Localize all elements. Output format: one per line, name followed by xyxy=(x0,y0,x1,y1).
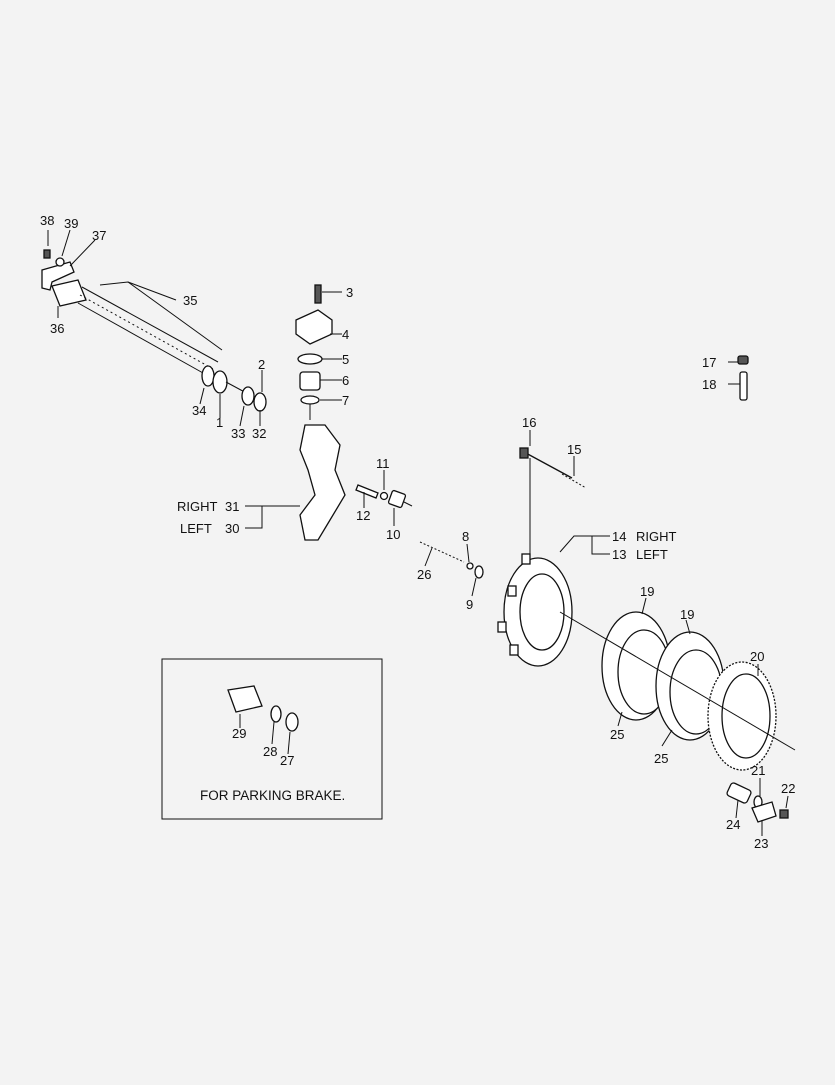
sensor-assembly xyxy=(726,782,789,823)
pin-assembly xyxy=(355,484,413,509)
callout-numbers: 38 39 37 36 35 34 1 33 32 2 3 4 5 6 7 RI… xyxy=(40,213,795,851)
callout-16: 16 xyxy=(522,415,536,430)
callout-15: 15 xyxy=(567,442,581,457)
callout-28: 28 xyxy=(263,744,277,759)
nut-part-10 xyxy=(387,489,407,509)
bracket-part-37 xyxy=(41,261,75,291)
nipple-part-18 xyxy=(739,371,748,401)
gear-bore xyxy=(721,673,771,759)
callout-35: 35 xyxy=(183,293,197,308)
callout-36: 36 xyxy=(50,321,64,336)
callout-31: 31 xyxy=(225,499,239,514)
clip-part-11 xyxy=(379,491,389,501)
collar-part-1 xyxy=(212,370,228,394)
arm-part-30-31 xyxy=(299,424,346,541)
callout-11: 11 xyxy=(376,456,390,471)
callout-33: 33 xyxy=(231,426,245,441)
disc-stack xyxy=(559,611,796,771)
callout-34: 34 xyxy=(192,403,206,418)
callout-30: 30 xyxy=(225,521,239,536)
leader-lines xyxy=(47,229,789,836)
callout-4: 4 xyxy=(342,327,349,342)
callout-37: 37 xyxy=(92,228,106,243)
washer-part-9 xyxy=(474,565,484,579)
callout-39: 39 xyxy=(64,216,78,231)
cover-part-4 xyxy=(295,309,333,345)
callout-18: 18 xyxy=(702,377,716,392)
housing-tab xyxy=(521,553,531,565)
callout-8: 8 xyxy=(462,529,469,544)
pin-part-12 xyxy=(355,484,379,499)
callout-25b: 25 xyxy=(654,751,668,766)
rod-assembly xyxy=(41,249,267,412)
brake-housing-assembly xyxy=(497,447,587,667)
callout-3: 3 xyxy=(346,285,353,300)
label-left-13: LEFT xyxy=(636,547,668,562)
label-left-30: LEFT xyxy=(180,521,212,536)
callout-29: 29 xyxy=(232,726,246,741)
callout-24: 24 xyxy=(726,817,740,832)
ring-part-32 xyxy=(253,392,267,412)
nut-part-8 xyxy=(466,562,474,570)
callout-17: 17 xyxy=(702,355,716,370)
label-right-31: RIGHT xyxy=(177,499,218,514)
spring-part-15 xyxy=(561,473,587,489)
callout-38: 38 xyxy=(40,213,54,228)
bracket-part-23 xyxy=(751,801,777,823)
housing-bore xyxy=(519,573,565,651)
callout-20: 20 xyxy=(750,649,764,664)
callout-10: 10 xyxy=(386,527,400,542)
callout-27: 27 xyxy=(280,753,294,768)
housing-tab xyxy=(509,644,519,656)
housing-tab xyxy=(497,621,507,633)
callout-21: 21 xyxy=(751,763,765,778)
bushing-part-6 xyxy=(299,371,321,391)
pin-part-29 xyxy=(227,685,263,713)
washer-part-34 xyxy=(201,365,215,387)
bolt-part-16 xyxy=(523,451,573,479)
callout-13: 13 xyxy=(612,547,626,562)
fitting-assembly xyxy=(737,355,749,401)
label-right-14: RIGHT xyxy=(636,529,677,544)
callout-6: 6 xyxy=(342,373,349,388)
callout-19a: 19 xyxy=(640,584,654,599)
callout-2: 2 xyxy=(258,357,265,372)
callout-19b: 19 xyxy=(680,607,694,622)
callout-12: 12 xyxy=(356,508,370,523)
callout-9: 9 xyxy=(466,597,473,612)
inset-caption: FOR PARKING BRAKE. xyxy=(200,788,345,803)
gear-part-24 xyxy=(726,782,752,804)
callout-5: 5 xyxy=(342,352,349,367)
parking-brake-inset: 29 28 27 FOR PARKING BRAKE. xyxy=(161,658,383,820)
washer-part-33 xyxy=(241,386,255,406)
callout-26: 26 xyxy=(417,567,431,582)
spring-part-35 xyxy=(77,286,219,379)
callout-1: 1 xyxy=(216,415,223,430)
oring-part-5 xyxy=(297,353,323,365)
callout-14: 14 xyxy=(612,529,626,544)
housing-tab xyxy=(507,585,517,597)
seal-part-7 xyxy=(300,395,320,405)
end-fitting-part-36 xyxy=(51,279,87,307)
bolt-head-16 xyxy=(519,447,529,459)
callout-32: 32 xyxy=(252,426,266,441)
callout-22: 22 xyxy=(781,781,795,796)
arm-assembly xyxy=(295,284,346,541)
bolt-part-22 xyxy=(779,809,789,819)
bolt-part-38 xyxy=(43,249,51,259)
adjust-rod-assembly xyxy=(419,541,484,579)
bolt-part-3 xyxy=(314,284,322,304)
callout-23: 23 xyxy=(754,836,768,851)
washer-part-28 xyxy=(270,705,282,723)
callout-7: 7 xyxy=(342,393,349,408)
ring-part-27 xyxy=(285,712,299,732)
washer-part-39 xyxy=(55,257,65,267)
callout-25a: 25 xyxy=(610,727,624,742)
cap-part-17 xyxy=(737,355,749,365)
